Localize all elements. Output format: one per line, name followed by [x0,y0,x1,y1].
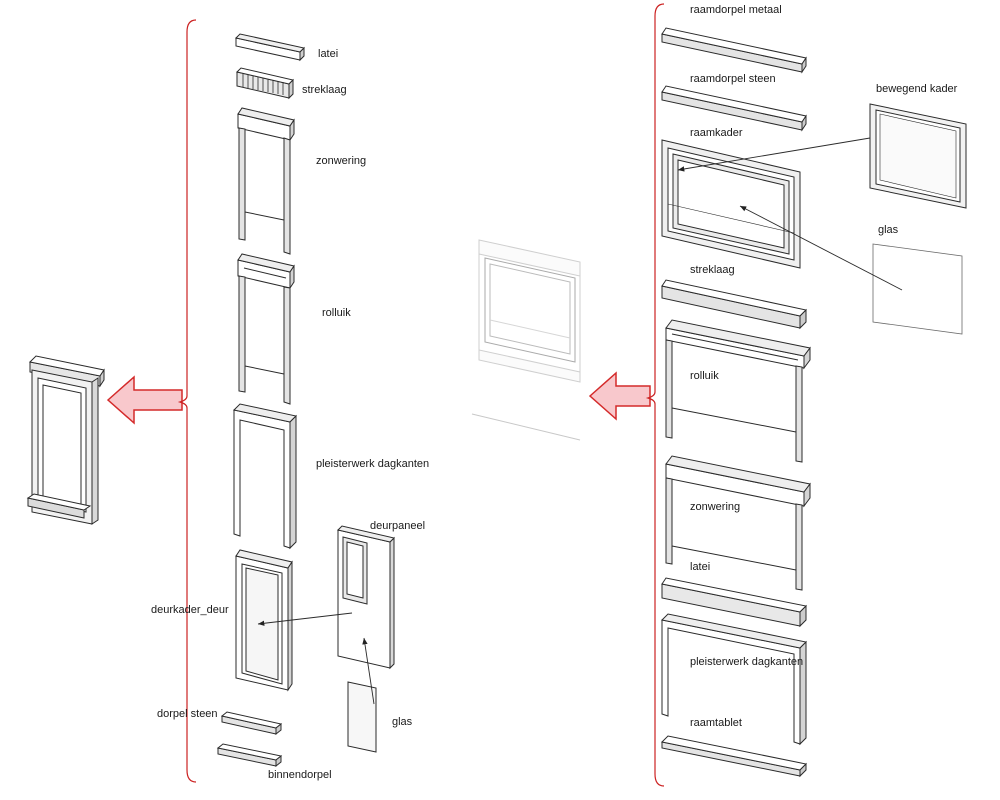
door-insert-arrow [106,375,183,425]
window-glas-part [872,243,963,335]
label-door-streklaag: streklaag [302,84,347,96]
label-raamdorpel-metaal: raamdorpel metaal [690,4,782,16]
label-raamdorpel-steen: raamdorpel steen [690,73,776,85]
assembled-window [471,239,581,441]
raamdorpel-steen-part [661,85,807,132]
label-window-rolluik: rolluik [690,370,719,382]
raamkader-part [661,139,801,269]
door-deurpaneel-part [337,525,395,670]
window-bracket [645,3,665,787]
label-window-latei: latei [690,561,711,573]
window-latei-part [661,577,808,628]
door-glas-pointer [362,637,375,705]
door-zonwering-part [237,107,295,255]
label-door-zonwering: zonwering [316,155,367,167]
label-door-deurkader: deurkader_deur [151,604,229,616]
label-raamkader: raamkader [690,127,743,139]
door-streklaag-part [236,67,294,100]
window-streklaag-part [661,279,808,330]
label-door-glas: glas [392,716,413,728]
window-zonwering-part [665,455,811,591]
label-bewegend-kader: bewegend kader [876,83,958,95]
label-door-rolluik: rolluik [322,307,351,319]
deurpaneel-pointer [257,612,353,626]
label-door-dorpel-steen: dorpel steen [157,708,218,720]
raamtablet-part [660,735,808,778]
raamdorpel-metaal-part [661,27,807,74]
door-rolluik-part [237,253,295,405]
label-door-binnendorpel: binnendorpel [268,769,332,781]
assembled-door [26,355,105,525]
door-dorpel-steen-part [220,711,283,736]
label-raamtablet: raamtablet [690,717,742,729]
label-door-latei: latei [318,48,339,60]
bewegend-kader-pointer [677,137,871,172]
window-rolluik-part [665,319,811,463]
door-pleisterwerk-part [232,403,298,550]
window-pleisterwerk-part [660,613,808,746]
window-insert-arrow [588,371,651,421]
label-window-zonwering: zonwering [690,501,741,513]
door-bracket [177,19,197,783]
window-glas-pointer [739,205,903,291]
label-window-pleisterwerk: pleisterwerk dagkanten [690,656,804,668]
bewegend-kader-part [869,103,967,209]
door-binnendorpel-part [216,743,283,768]
door-deurkader-part [235,549,293,692]
door-latei-part [234,33,306,62]
label-window-glas: glas [878,224,899,236]
label-window-streklaag: streklaag [690,264,735,276]
label-door-pleisterwerk: pleisterwerk dagkanten [316,458,430,470]
door-glas-part [347,681,377,753]
label-door-deurpaneel: deurpaneel [370,520,426,532]
